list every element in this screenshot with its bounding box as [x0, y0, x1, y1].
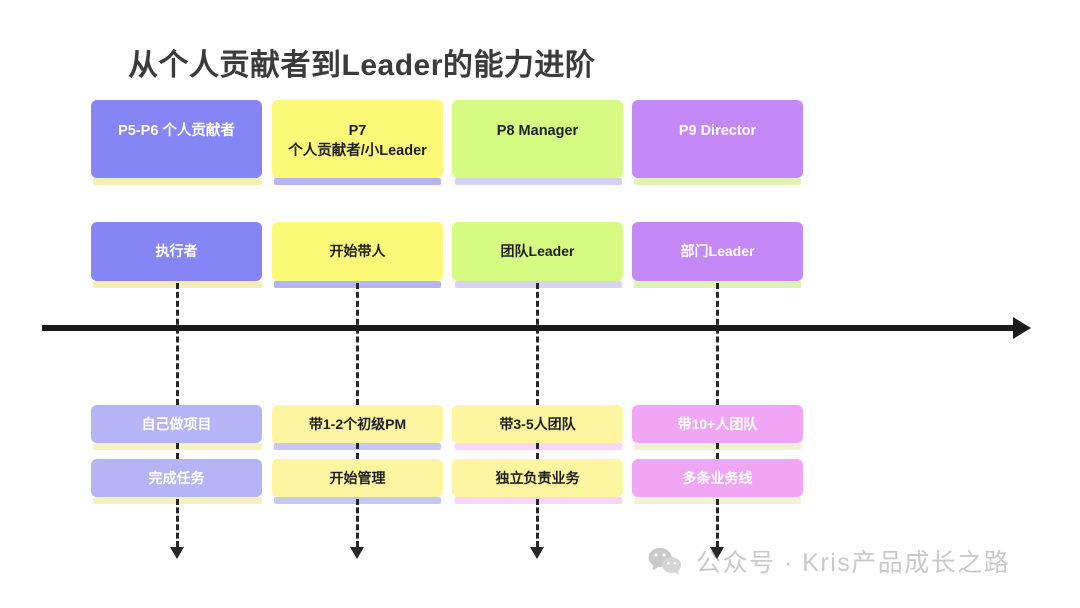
connector-arrow-p7 — [350, 547, 364, 559]
focus-card-p7[interactable]: 开始管理 — [272, 459, 443, 497]
level-card-line: P7 — [348, 123, 367, 139]
watermark-text: 公众号 · Kris产品成长之路 — [696, 549, 1011, 577]
role-card-p5p6[interactable]: 执行者 — [91, 222, 262, 281]
level-card-p5p6[interactable]: P5-P6 个人贡献者 — [91, 100, 262, 178]
connector-dashed-p5p6-mid — [176, 443, 179, 459]
connector-dashed-p7-upper — [356, 283, 359, 405]
wechat-icon — [648, 547, 682, 575]
connector-dashed-p8-lower — [536, 499, 539, 547]
level-card-p8[interactable]: P8 Manager — [452, 100, 623, 178]
connector-dashed-p8-mid — [536, 443, 539, 459]
scope-card-label: 带3-5人团队 — [499, 415, 576, 432]
card-shadow-strip — [93, 178, 262, 185]
connector-dashed-p8-upper — [536, 283, 539, 405]
connector-arrow-p9 — [710, 547, 724, 559]
timeline-arrow-icon — [1013, 317, 1031, 339]
focus-card-p5p6[interactable]: 完成任务 — [91, 459, 262, 497]
scope-card-p5p6[interactable]: 自己做项目 — [91, 405, 262, 443]
scope-card-p8[interactable]: 带3-5人团队 — [452, 405, 623, 443]
level-card-line: 个人贡献者/小Leader — [288, 142, 427, 159]
role-card-p8[interactable]: 团队Leader — [452, 222, 623, 281]
level-card-line: P8 Manager — [496, 123, 579, 139]
level-card-p7[interactable]: P7 个人贡献者/小Leader — [272, 100, 443, 178]
card-shadow-strip — [634, 178, 801, 185]
role-card-p7[interactable]: 开始带人 — [272, 222, 443, 281]
card-shadow-strip — [274, 178, 441, 185]
focus-card-p8[interactable]: 独立负责业务 — [452, 459, 623, 497]
connector-arrow-p8 — [530, 547, 544, 559]
focus-card-label: 开始管理 — [329, 469, 386, 486]
timeline-axis — [42, 325, 1017, 331]
focus-card-p9[interactable]: 多条业务线 — [632, 459, 803, 497]
focus-card-label: 独立负责业务 — [495, 469, 580, 486]
scope-card-label: 带1-2个初级PM — [308, 415, 407, 432]
connector-dashed-p7-lower — [356, 499, 359, 547]
focus-card-label: 多条业务线 — [682, 469, 753, 486]
role-card-label: 执行者 — [155, 243, 198, 260]
connector-dashed-p9-lower — [716, 499, 719, 547]
focus-card-label: 完成任务 — [148, 469, 205, 486]
role-card-label: 部门Leader — [680, 243, 755, 260]
scope-card-label: 带10+人团队 — [677, 415, 758, 432]
scope-card-p9[interactable]: 带10+人团队 — [632, 405, 803, 443]
level-card-line: P5-P6 个人贡献者 — [118, 123, 235, 139]
card-shadow-strip — [455, 178, 622, 185]
connector-dashed-p5p6-upper — [176, 283, 179, 405]
level-card-line: P9 Director — [678, 123, 757, 139]
page-title: 从个人贡献者到Leader的能力进阶 — [128, 49, 596, 82]
level-card-p9[interactable]: P9 Director — [632, 100, 803, 178]
role-card-label: 开始带人 — [329, 243, 386, 260]
scope-card-label: 自己做项目 — [141, 415, 212, 432]
watermark: 公众号 · Kris产品成长之路 — [648, 543, 1010, 579]
role-card-p9[interactable]: 部门Leader — [632, 222, 803, 281]
role-card-label: 团队Leader — [500, 243, 575, 260]
connector-dashed-p7-mid — [356, 443, 359, 459]
scope-card-p7[interactable]: 带1-2个初级PM — [272, 405, 443, 443]
connector-arrow-p5p6 — [170, 547, 184, 559]
connector-dashed-p5p6-lower — [176, 499, 179, 547]
connector-dashed-p9-mid — [716, 443, 719, 459]
connector-dashed-p9-upper — [716, 283, 719, 405]
